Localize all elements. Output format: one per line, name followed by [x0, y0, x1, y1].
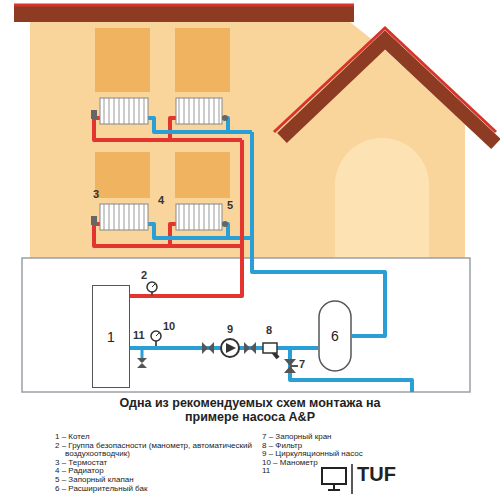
pump-symbol — [221, 339, 239, 357]
gable-roof-edge — [274, 28, 496, 132]
gauges — [147, 282, 161, 341]
legend-item: 3 – Термостат — [55, 459, 255, 468]
legend-item: 5 – Запорный клапан — [55, 476, 255, 485]
callout-number: 8 — [265, 324, 273, 336]
valve-symbol — [202, 342, 214, 354]
callout-number: 11 — [132, 329, 146, 341]
door-arch — [335, 138, 429, 258]
windows — [95, 28, 230, 198]
logo-icon — [322, 464, 352, 494]
gable-roof — [282, 40, 496, 144]
expansion-tank: 6 — [318, 300, 352, 372]
basement — [22, 258, 470, 392]
callout-number: 5 — [226, 199, 234, 211]
roof — [14, 6, 354, 22]
legend-item: 8 – Фильтр — [262, 442, 412, 451]
pump-symbol — [226, 343, 236, 353]
callout-number: 10 — [162, 320, 176, 332]
legend-column: 7 – Запорный кран8 – Фильтр9 – Циркуляци… — [262, 433, 412, 476]
roof-edge — [14, 4, 354, 7]
callout-number: 4 — [157, 194, 165, 206]
callout-number: 2 — [140, 269, 148, 281]
legend-item: 10 – Манометр — [262, 459, 412, 468]
legend-item: 7 – Запорный кран — [262, 433, 412, 442]
callout-number: 3 — [92, 188, 100, 200]
legend-item: 4 – Радиатор — [55, 467, 255, 476]
node-number: 1 — [107, 329, 115, 345]
node-number: 6 — [331, 328, 339, 344]
callout-number: 9 — [226, 323, 234, 335]
legend-item: 9 – Циркуляционный насос — [262, 450, 412, 459]
logo-text: TUF — [357, 463, 396, 485]
boiler-box: 1 — [92, 285, 130, 388]
callout-number: 7 — [298, 358, 306, 370]
diagram-title: Одна из рекомендуемых схем монтажа на пр… — [119, 396, 381, 424]
legend-item: 6 – Расширительный бак — [55, 485, 255, 494]
filter-symbol — [263, 343, 277, 353]
legend-item: 2 – Группа безопасности (манометр, автом… — [55, 442, 255, 459]
radiators — [100, 98, 222, 230]
legend-item: 11 — [262, 467, 412, 476]
valve-symbol — [244, 342, 256, 354]
pipes — [94, 118, 412, 392]
legend-item: 1 – Котел — [55, 433, 255, 442]
legend-column: 1 – Котел2 – Группа безопасности (маноме… — [55, 433, 255, 493]
